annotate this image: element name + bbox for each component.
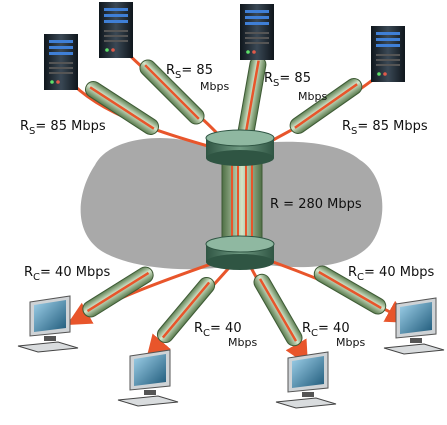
server-icon xyxy=(44,34,78,90)
server-link-unit: Mbps xyxy=(200,80,229,93)
client-link-label: RC= 40 xyxy=(194,321,242,339)
client-pipes xyxy=(82,265,387,347)
client-link-label: RC= 40 Mbps xyxy=(24,265,110,283)
bottleneck-link-label: R = 280 Mbps xyxy=(270,197,362,212)
server-icon xyxy=(240,4,274,60)
client-link-label: RC= 40 Mbps xyxy=(348,265,434,283)
server-link-label: RS= 85 xyxy=(166,63,213,81)
desktop-computer-icon xyxy=(117,349,179,407)
server-icon xyxy=(371,26,405,82)
router-icon xyxy=(205,235,275,270)
server-link-label: RS= 85 Mbps xyxy=(342,119,428,137)
server-link-label: RS= 85 xyxy=(264,71,311,89)
server-link-unit: Mbps xyxy=(298,90,327,103)
desktop-computer-icon xyxy=(383,297,445,355)
desktop-computer-icon xyxy=(275,351,337,409)
server-link-label: RS= 85 Mbps xyxy=(20,119,106,137)
router-icon xyxy=(205,129,275,166)
client-link-unit: Mbps xyxy=(336,336,365,349)
client-link-label: RC= 40 xyxy=(302,321,350,339)
server-pipes xyxy=(84,56,363,140)
desktop-computer-icon xyxy=(17,295,79,353)
client-link-unit: Mbps xyxy=(228,336,257,349)
server-icon xyxy=(99,2,133,58)
